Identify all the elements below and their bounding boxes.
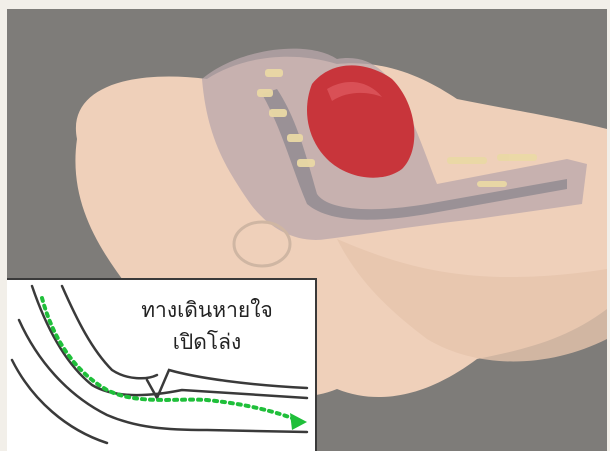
inset-caption: ทางเดินหายใจ เปิดโล่ง (107, 294, 307, 358)
airway-outline-bottom (12, 360, 107, 443)
airflow-arrow-head (290, 413, 307, 430)
airway-diagram-inset: ทางเดินหายใจ เปิดโล่ง (7, 278, 317, 451)
caption-line-1: ทางเดินหายใจ (107, 294, 307, 326)
caption-line-2: เปิดโล่ง (107, 326, 307, 358)
